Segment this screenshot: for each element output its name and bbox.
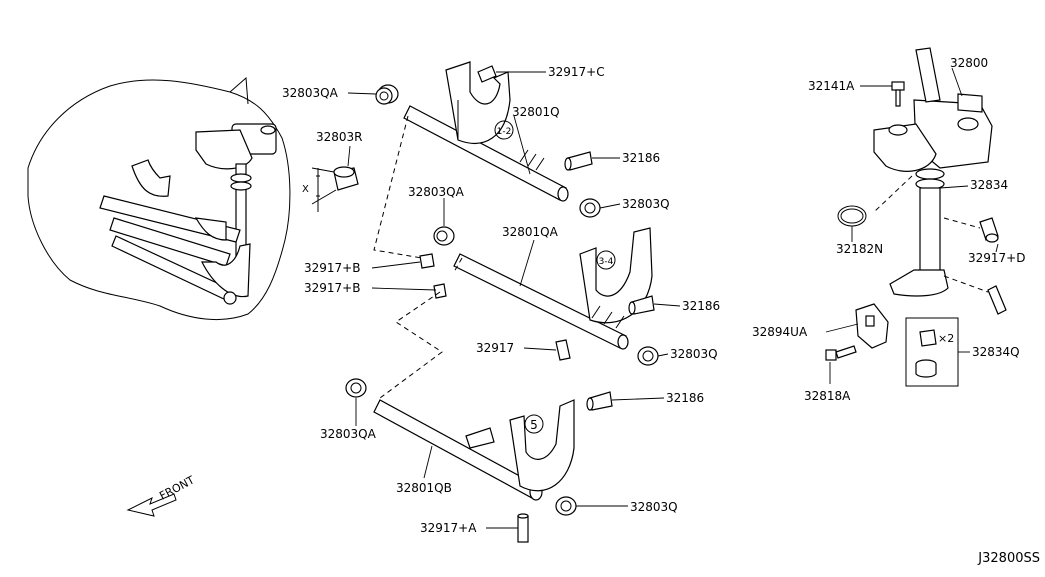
bushing-32803Q-lower <box>555 496 577 516</box>
fork-marker-1-2: 1-2 <box>494 120 514 140</box>
front-label: FRONT <box>157 473 197 502</box>
fork-marker-3-4: 3-4 <box>596 250 616 270</box>
pin-32917-A <box>517 513 529 543</box>
transmission-assembly-illustration <box>27 76 291 321</box>
label-32818A: 32818A <box>804 389 851 403</box>
leader-lines <box>347 67 999 529</box>
label-32182N: 32182N <box>836 242 883 256</box>
bushing-32803Q-middle <box>637 346 659 366</box>
label-32801QB: 32801QB <box>396 481 452 495</box>
shift-rod-32801QA <box>453 227 653 350</box>
bushing-32803QA-lower <box>345 378 367 398</box>
label-32801Q: 32801Q <box>512 105 560 119</box>
label-32834: 32834 <box>970 178 1008 192</box>
fork-marker-1-2-label: 1-2 <box>497 127 512 137</box>
label-32917-D: 32917+D <box>968 251 1025 265</box>
label-32186-lower: 32186 <box>666 391 704 405</box>
pin-32917-C <box>477 65 497 83</box>
label-32917-A: 32917+A <box>420 521 477 535</box>
plunger-32186-lower <box>586 391 613 411</box>
label-32917-C: 32917+C <box>548 65 605 79</box>
control-lever-32800 <box>873 47 993 172</box>
label-32834Q: 32834Q <box>972 345 1020 359</box>
bushing-set-32834Q <box>905 317 959 387</box>
assembly-dashed-lines <box>373 115 463 399</box>
label-32186-middle: 32186 <box>682 299 720 313</box>
shift-rod-32801Q <box>403 61 569 202</box>
label-32894UA: 32894UA <box>752 325 808 339</box>
label-32186-top: 32186 <box>622 151 660 165</box>
label-32141A: 32141A <box>808 79 855 93</box>
bushing-32803QA-middle <box>433 226 455 246</box>
diagram-id: J32800SS <box>977 551 1040 566</box>
bolt-32141A <box>891 81 905 107</box>
plunger-32186-middle <box>628 295 655 315</box>
callout-labels: 32803QA 32803R X 32917+C 32801Q 32186 32… <box>282 56 1025 535</box>
label-32917: 32917 <box>476 341 514 355</box>
part-32803R <box>311 166 359 212</box>
pin-32917-D <box>987 285 1007 315</box>
label-32917-B-lower: 32917+B <box>304 281 360 295</box>
label-32801QA: 32801QA <box>502 225 559 239</box>
bushing-32803QA-top <box>375 84 399 105</box>
label-32803QA-lower: 32803QA <box>320 427 377 441</box>
label-quantity-x2: ×2 <box>938 332 954 345</box>
bolt-32834 <box>979 217 999 243</box>
control-shaft <box>889 168 949 297</box>
plunger-32186-top <box>564 151 593 171</box>
seal-32182N <box>837 205 867 227</box>
lever-32894UA <box>855 303 889 349</box>
bolt-32818A <box>825 345 857 361</box>
pin-32917-B-lower <box>433 283 447 299</box>
pin-32917-B-upper <box>419 253 435 269</box>
label-32803R: 32803R <box>316 130 363 144</box>
label-32803QA-top: 32803QA <box>282 86 339 100</box>
fork-marker-3-4-label: 3-4 <box>599 257 614 267</box>
label-32803QA-middle: 32803QA <box>408 185 465 199</box>
front-direction-indicator: FRONT <box>126 473 197 517</box>
fork-marker-5: 5 <box>524 414 544 434</box>
pin-32917 <box>555 339 571 361</box>
control-dashed-lines <box>873 175 989 293</box>
label-32803Q-middle: 32803Q <box>670 347 718 361</box>
label-32803Q-upper: 32803Q <box>622 197 670 211</box>
fork-marker-5-label: 5 <box>530 418 538 432</box>
label-32917-B-upper: 32917+B <box>304 261 360 275</box>
shift-rod-32801QB <box>373 399 575 501</box>
label-dimension-x: X <box>302 184 309 195</box>
bushing-32803Q-upper <box>579 198 601 218</box>
label-32803Q-lower: 32803Q <box>630 500 678 514</box>
label-32800: 32800 <box>950 56 988 70</box>
